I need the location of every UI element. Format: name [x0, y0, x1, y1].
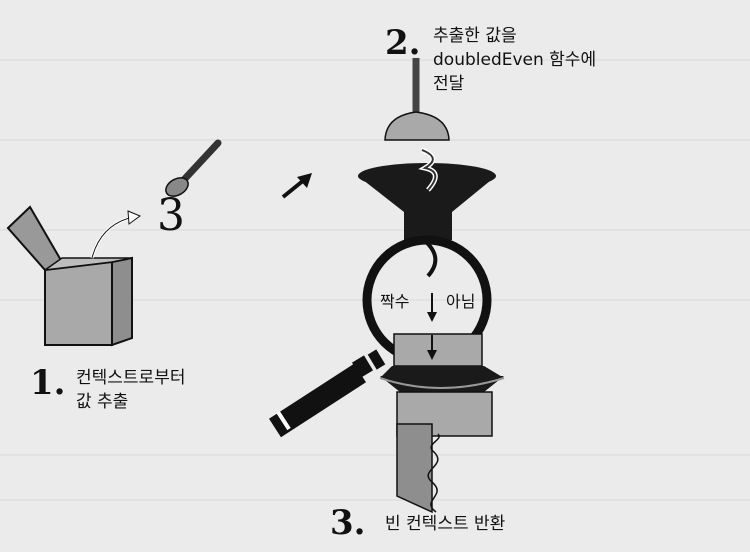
not-label: 아님 [446, 292, 476, 311]
value-glyph: 3 [157, 190, 185, 241]
extracted-value: 3 [157, 139, 222, 241]
context-box [6, 205, 133, 347]
step-2-number: 2. [385, 23, 421, 63]
to-function-arrow [281, 173, 312, 199]
extract-arrow [90, 215, 134, 259]
step-1-text: 컨텍스트로부터 값 추출 [76, 368, 186, 412]
return-lever [269, 349, 386, 438]
even-label: 짝수 [380, 292, 410, 311]
step-1-number: 1. [30, 363, 66, 403]
step-3-text: 빈 컨텍스트 반환 [385, 514, 506, 534]
step-2-text: 추출한 값을 doubledEven 함수에 전달 [433, 26, 597, 94]
step-3-number: 3. [330, 503, 366, 543]
doubled-even-function [358, 58, 505, 514]
